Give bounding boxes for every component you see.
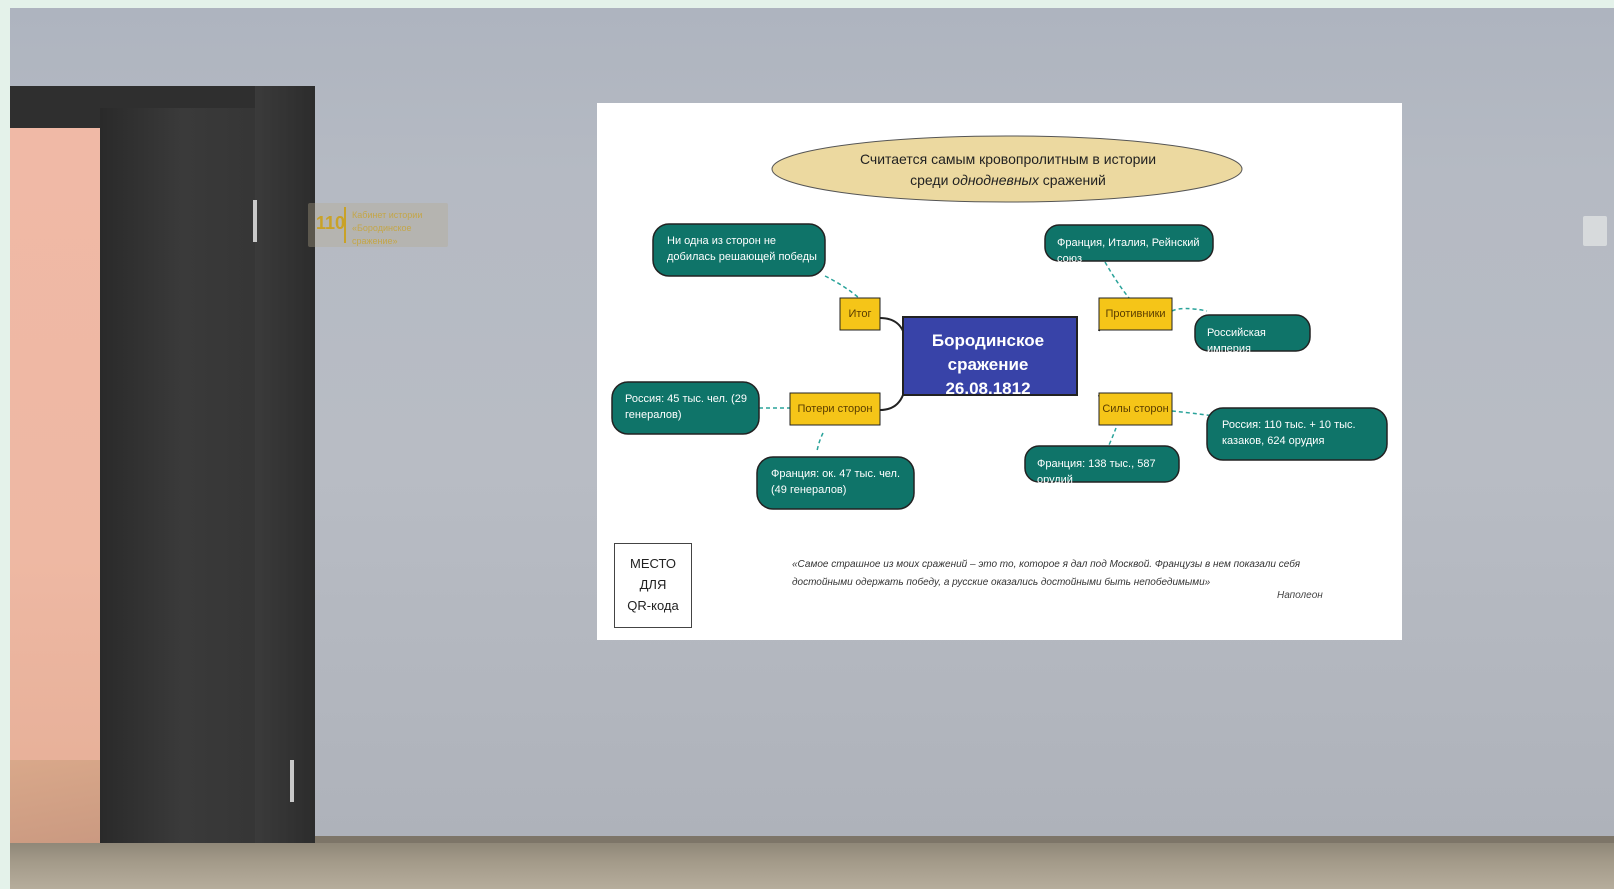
center-line-2: сражение 26.08.1812 [945, 355, 1031, 398]
node-box-losses-russia [611, 381, 760, 435]
node-box-opponents-france [1044, 224, 1214, 262]
node-box-forces-russia [1206, 407, 1388, 461]
floor [10, 843, 1614, 889]
dashed-link-forces-1 [1171, 410, 1215, 417]
room-sign-text: Кабинет истории «Бородинское сражение» [352, 210, 423, 246]
sign-divider [344, 207, 346, 243]
label-losses: Потери сторон [797, 403, 873, 415]
light-switch [1583, 216, 1607, 246]
node-box-forces-france [1024, 445, 1180, 483]
node-box-result [652, 223, 826, 277]
room-number: 110 [316, 213, 346, 233]
header-text: Считается самым кровопролитным в истории… [773, 149, 1243, 191]
qr-line-1: МЕСТО [630, 556, 676, 571]
center-title: Бородинское сражение 26.08.1812 [903, 329, 1073, 401]
header-line-2-prefix: среди [910, 172, 949, 188]
label-forces: Силы сторон [1102, 403, 1169, 415]
dashed-link-forces-2 [1108, 427, 1117, 446]
label-opponents: Противники [1105, 308, 1166, 320]
door-hinge [290, 760, 294, 802]
mindmap-shapes [611, 135, 1388, 510]
label-box-opponents [1098, 297, 1173, 331]
door-hinge [253, 200, 257, 242]
node-result: Ни одна из сторон не добилась решающей п… [667, 235, 817, 263]
label-box-result [839, 297, 881, 331]
node-forces-russia: Россия: 110 тыс. + 10 тыс. казаков, 624 … [1222, 419, 1356, 447]
header-line-2: среди однодневных сражений [773, 170, 1243, 191]
header-ellipse [771, 135, 1243, 203]
room-sign: 110 Кабинет истории «Бородинское сражени… [308, 203, 448, 247]
poster: Считается самым кровопролитным в истории… [597, 103, 1402, 640]
node-opponents-france: Франция, Италия, Рейнский союз [1057, 237, 1200, 265]
node-box-losses-france [756, 456, 915, 510]
node-box-opponents-russia [1194, 314, 1311, 352]
node-losses-russia: Россия: 45 тыс. чел. (29 генералов) [625, 393, 747, 421]
header-line-2-suffix: сражений [1042, 172, 1106, 188]
label-result: Итог [848, 308, 872, 320]
dashed-link-opponents-2 [1171, 307, 1208, 312]
qr-line-3: QR-кода [627, 598, 679, 613]
qr-line-2: ДЛЯ [639, 577, 667, 592]
quote-author: Наполеон [1277, 590, 1323, 601]
header-line-2-italic: однодневных [952, 172, 1039, 188]
dashed-link-result [824, 275, 860, 299]
center-box [902, 316, 1078, 396]
node-opponents-russia: Российская империя [1207, 327, 1266, 355]
connector-result [879, 317, 904, 332]
dashed-link-losses-2 [816, 432, 824, 452]
baseboard [10, 836, 1614, 844]
label-box-losses [789, 392, 881, 426]
node-losses-france: Франция: ок. 47 тыс. чел. (49 генералов) [771, 468, 901, 496]
node-forces-france: Франция: 138 тыс., 587 орудий [1037, 458, 1156, 486]
center-line-1: Бородинское [931, 331, 1045, 350]
header-line-1: Считается самым кровопролитным в истории [859, 151, 1157, 167]
napoleon-quote: «Самое страшное из моих сражений – это т… [792, 559, 1301, 588]
connector-losses [879, 394, 904, 411]
qr-placeholder: МЕСТО ДЛЯ QR-кода [614, 543, 692, 628]
label-box-forces [1098, 392, 1173, 426]
dashed-link-opponents-1 [1104, 261, 1130, 299]
door-jamb [255, 86, 315, 843]
